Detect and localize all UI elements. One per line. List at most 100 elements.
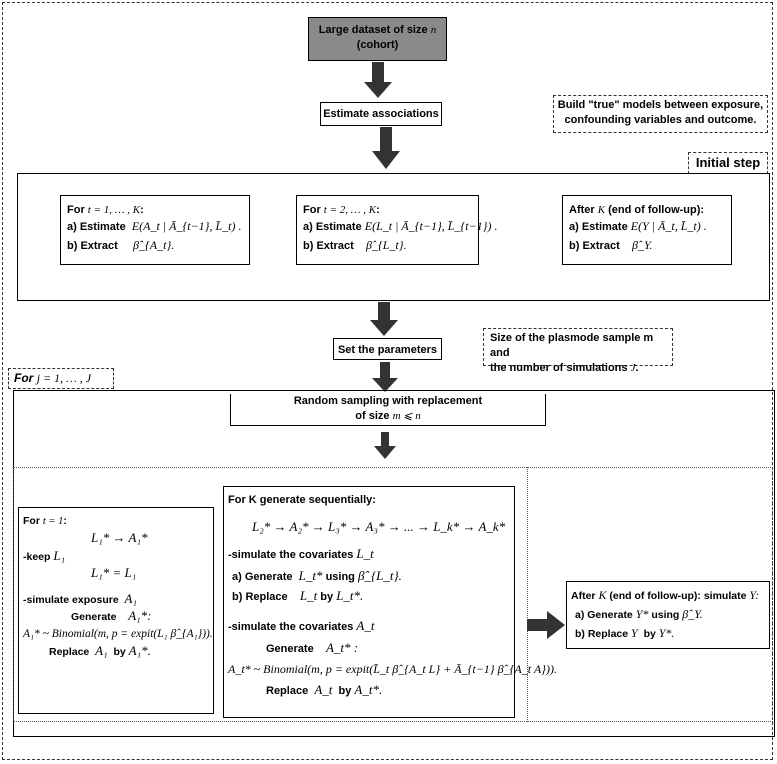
build-note-line1: Build "true" models between exposure, [557, 99, 764, 111]
set-parameters-label: Set the parameters [337, 344, 438, 356]
t1-eq1: L₁* → A₁* [91, 530, 148, 546]
box3-a-label: a) Estimate [569, 220, 628, 233]
sequential-generation-box: For K generate sequentially: L₂* → A₂* →… [223, 486, 557, 718]
random-sampling-line1: Random sampling with replacement [293, 395, 483, 407]
random-sampling-line2-pre: of size [355, 409, 390, 422]
box3-header-post: (end of follow-up): [608, 204, 705, 216]
seq-a-using: using [325, 571, 355, 584]
box1-b-label: b) Extract [67, 239, 118, 252]
random-sampling-divider [230, 394, 546, 426]
size-note-line1: Size of the plasmode sample m and [490, 332, 654, 359]
seq-a-math2: β̂_{L_t}. [357, 568, 402, 584]
seq-b-by: by [320, 591, 334, 604]
initial-step-text: Initial step [695, 155, 761, 170]
initial-step-box [17, 173, 770, 301]
set-parameters-box: Set the parameters [333, 338, 442, 360]
box3-b-math: β̂_Y. [631, 237, 653, 252]
size-note-math: J [630, 361, 636, 374]
outcome-header-pre: After [571, 590, 596, 602]
outcome-b-label: b) Replace [575, 628, 629, 641]
loop-label-math: j = 1, … , J [36, 371, 92, 385]
t1-header-math: t = 1 [42, 516, 64, 527]
t1-simulation-box: For t = 1: L₁* → A₁* -keep L₁ L₁* = L₁ -… [18, 507, 214, 714]
build-models-note: Build "true" models between exposure, co… [553, 95, 768, 133]
outcome-header-math: K [598, 588, 607, 602]
seq-rep-math1: A_t [314, 681, 333, 697]
t1-eq2: L₁* = L₁ [91, 565, 137, 581]
dataset-box: Large dataset of size n (cohort) [308, 17, 447, 61]
seq-rep-math2: A_t*. [354, 681, 383, 697]
box2-a-math: E(L_t | Ā_{t−1}, L̄_{t−1}) . [364, 218, 498, 233]
build-note-line2: confounding variables and outcome. [564, 113, 757, 126]
box1-b-math: β̂_{A_t}. [133, 237, 175, 252]
seq-rep-by: by [338, 684, 352, 697]
box2-b-math: β̂_{L_t}. [365, 237, 407, 252]
seq-b-label: b) Replace [232, 591, 288, 604]
box3-header-pre: After [569, 204, 595, 216]
outcome-b-math2: Y*. [658, 626, 675, 641]
seq-rep-label: Replace [266, 684, 309, 697]
t1-gen-math: A₁*: [128, 608, 152, 624]
box3-b-label: b) Extract [569, 239, 620, 252]
dataset-label: Large dataset of size [318, 24, 428, 36]
seq-b-math: L_t [299, 588, 318, 604]
t1-sim-math: A₁ [124, 590, 138, 606]
box3-header-math: K [597, 204, 606, 216]
arrow-down-4 [372, 362, 398, 394]
outcome-b-by: by [643, 628, 656, 641]
outcome-header-math2: Y: [749, 588, 760, 602]
estimate-associations-box: Estimate associations [320, 102, 442, 126]
plasmode-size-note: Size of the plasmode sample m and the nu… [483, 328, 673, 374]
seq-b-math2: L_t*. [336, 588, 364, 604]
estimate-associations-label: Estimate associations [323, 108, 439, 120]
box2-header-pre: For [303, 204, 321, 216]
box3-a-math: E(Y | Ā_t, L̄_t) . [630, 218, 707, 233]
seq-gen-label: Generate [266, 642, 314, 655]
estimate-exposure-box: For t = 1, … , K: a) Estimate E(A_t | Ā_… [60, 195, 250, 265]
t1-rep-label: Replace [49, 646, 90, 659]
t1-keep-math: L₁ [53, 547, 66, 563]
generation-divider [527, 467, 528, 722]
seq-gen-math: A_t* : [325, 639, 359, 655]
t1-header-pre: For [23, 515, 40, 527]
t1-rep-math1: A₁ [95, 643, 108, 659]
outcome-simulation-box: After K (end of follow-up): simulate Y: … [566, 581, 770, 649]
box2-b-label: b) Extract [303, 239, 354, 252]
arrow-right [527, 611, 565, 639]
seq-chain: L₂* → A₂* → L₃* → A₃* → ... → L_k* → A_k… [252, 518, 506, 534]
seq-sim-cov-l-math: L_t [356, 546, 374, 562]
seq-sim-cov-l: -simulate the covariates [228, 549, 354, 562]
seq-eq: A_t* ~ Binomial(m, p = expit(L̄_t β̂_{A_… [228, 661, 557, 676]
arrow-down-2 [372, 127, 400, 171]
box2-a-label: a) Estimate [303, 220, 362, 233]
outcome-header-post: (end of follow-up): simulate [609, 590, 747, 602]
estimate-outcome-box: After K (end of follow-up): a) Estimate … [562, 195, 732, 265]
t1-rep-by: by [113, 646, 126, 659]
seq-header: For K generate sequentially: [228, 494, 376, 506]
size-note-line2-pre: the number of simulations [490, 361, 628, 374]
loop-label-pre: For [14, 371, 34, 385]
seq-a-math: L_t* [298, 568, 323, 584]
random-sampling-math: m ⩽ n [392, 409, 421, 422]
t1-keep-label: -keep [23, 550, 51, 563]
seq-a-label: a) Generate [232, 571, 293, 584]
outcome-a-using: using [651, 609, 680, 622]
outcome-a-math: Y* [635, 607, 649, 622]
t1-header-post: : [63, 515, 67, 527]
t1-gen-label: Generate [71, 611, 117, 624]
estimate-covariate-box: For t = 2, … , K: a) Estimate E(L_t | Ā_… [296, 195, 497, 265]
generation-region [13, 467, 773, 722]
box1-header-pre: For [67, 204, 85, 216]
arrow-down-3 [370, 302, 398, 338]
t1-eq3: A₁* ~ Binomial(m, p = expit(L₁ β̂_{A₁}))… [23, 627, 213, 640]
outcome-b-math: Y [631, 626, 638, 641]
outcome-a-label: a) Generate [575, 609, 633, 622]
arrow-down-5 [374, 432, 396, 462]
t1-sim-label: -simulate exposure [23, 593, 119, 606]
arrow-down-1 [364, 62, 392, 100]
seq-sim-cov-a-math: A_t [356, 617, 375, 633]
box1-header-post: : [140, 204, 144, 216]
random-sampling: Random sampling with replacement of size… [230, 394, 546, 428]
box2-header-post: : [376, 204, 380, 216]
